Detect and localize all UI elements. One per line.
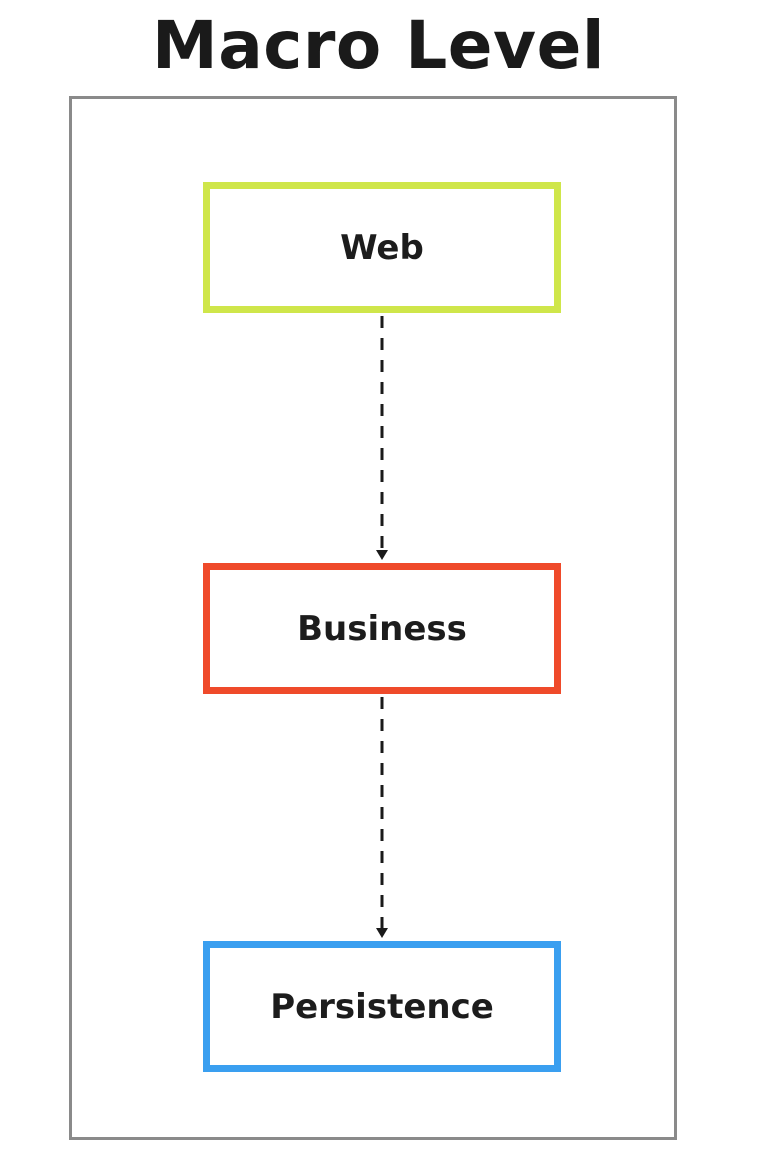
- layer-business-label: Business: [297, 608, 467, 649]
- layer-persistence-label: Persistence: [270, 986, 494, 1027]
- diagram-title: Macro Level: [152, 7, 605, 84]
- layer-persistence-box: Persistence: [203, 941, 561, 1072]
- macro-level-frame: [69, 96, 677, 1140]
- layer-web-label: Web: [340, 227, 424, 268]
- layer-web-box: Web: [203, 182, 561, 313]
- layer-business-box: Business: [203, 563, 561, 694]
